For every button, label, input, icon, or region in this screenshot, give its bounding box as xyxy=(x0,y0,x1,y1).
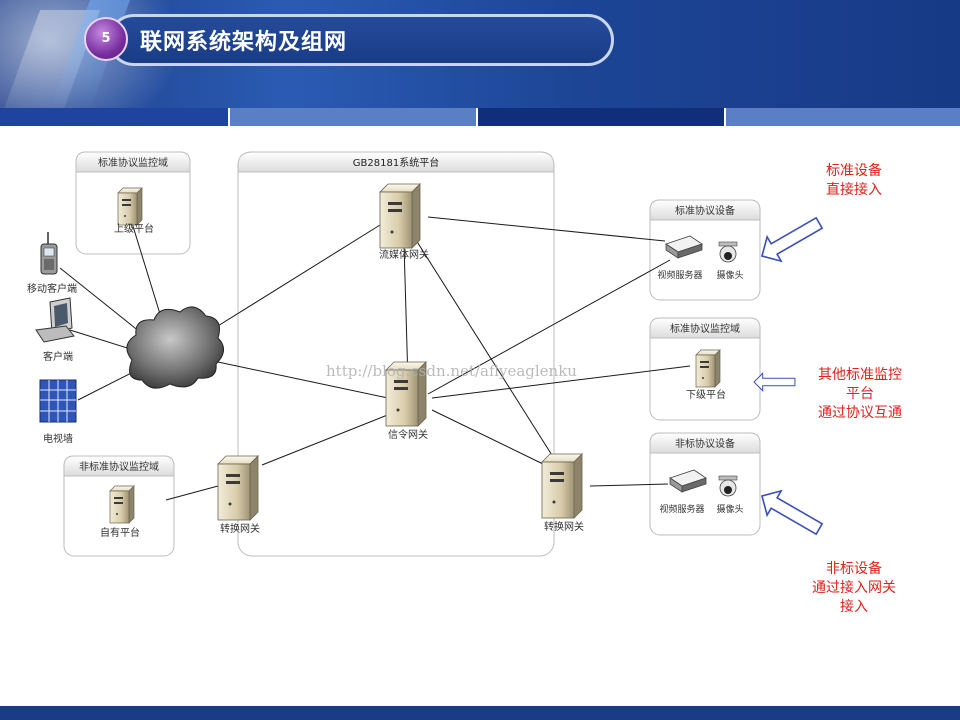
group-std-device: 标准协议设备 xyxy=(649,199,761,301)
convert-gateway-server-icon xyxy=(541,453,583,519)
annotation-line: 平台 xyxy=(846,386,874,402)
annotation-line: 非标设备 xyxy=(826,561,882,577)
annotation-line: 其他标准监控 xyxy=(818,367,902,383)
node-label: 摄像头 xyxy=(716,503,743,515)
network-cloud-icon xyxy=(126,306,224,389)
node-label: 客户端 xyxy=(43,350,73,363)
header-band xyxy=(478,108,724,126)
node-label: 视频服务器 xyxy=(659,503,704,515)
watermark-text: http://blog.csdn.net/aflyeaglenku xyxy=(326,362,577,380)
annotation-other-platform: 其他标准监控 平台 通过协议互通 xyxy=(800,366,920,423)
node-label: 信令网关 xyxy=(388,428,428,441)
header-band xyxy=(726,108,960,126)
group-label: 标准协议监控域 xyxy=(670,322,740,335)
group-gb-platform: GB28181系统平台 xyxy=(237,151,555,557)
node-label: 上级平台 xyxy=(114,222,154,235)
header-band xyxy=(0,108,228,126)
group-label: 非标准协议监控域 xyxy=(79,460,159,473)
annotation-line: 通过接入网关 xyxy=(812,580,896,596)
slide-title: 联网系统架构及组网 xyxy=(140,30,348,55)
tv-wall-icon xyxy=(39,379,77,423)
group-label: 非标协议设备 xyxy=(675,437,735,450)
node-label: 移动客户端 xyxy=(27,282,77,295)
upper-platform-server-icon xyxy=(117,187,143,226)
group-label: 标准协议设备 xyxy=(675,204,735,217)
hollow-arrow-icon xyxy=(754,483,827,542)
annotation-line: 通过协议互通 xyxy=(818,405,902,421)
desktop-computer-icon xyxy=(35,297,75,343)
hollow-arrow-icon xyxy=(753,372,796,392)
annotation-line: 接入 xyxy=(840,599,868,615)
node-label: 视频服务器 xyxy=(657,269,702,281)
annotation-std-access: 标准设备 直接接入 xyxy=(794,162,914,200)
node-label: 下级平台 xyxy=(686,388,726,401)
footer-band xyxy=(0,706,960,720)
node-label: 转换网关 xyxy=(544,520,584,533)
node-label: 流媒体网关 xyxy=(379,248,429,261)
group-label: 标准协议监控域 xyxy=(98,156,168,169)
camera-icon xyxy=(718,241,738,263)
node-label: 电视墙 xyxy=(43,432,73,445)
lower-platform-server-icon xyxy=(695,349,721,388)
slide-number-badge: 5 xyxy=(84,17,128,61)
convert-gateway-server-icon xyxy=(217,455,259,521)
annotation-line: 直接接入 xyxy=(826,182,882,198)
annotation-line: 标准设备 xyxy=(826,163,882,179)
header-band xyxy=(230,108,476,126)
hollow-arrow-icon xyxy=(754,210,827,269)
media-gateway-server-icon xyxy=(379,183,421,249)
node-label: 转换网关 xyxy=(220,522,260,535)
own-platform-server-icon xyxy=(109,485,135,524)
annotation-nonstd-access: 非标设备 通过接入网关 接入 xyxy=(792,560,916,617)
mobile-phone-icon xyxy=(40,232,58,275)
node-label: 摄像头 xyxy=(716,269,743,281)
node-label: 自有平台 xyxy=(100,526,140,539)
group-label: GB28181系统平台 xyxy=(353,156,439,169)
camera-icon xyxy=(718,475,738,497)
